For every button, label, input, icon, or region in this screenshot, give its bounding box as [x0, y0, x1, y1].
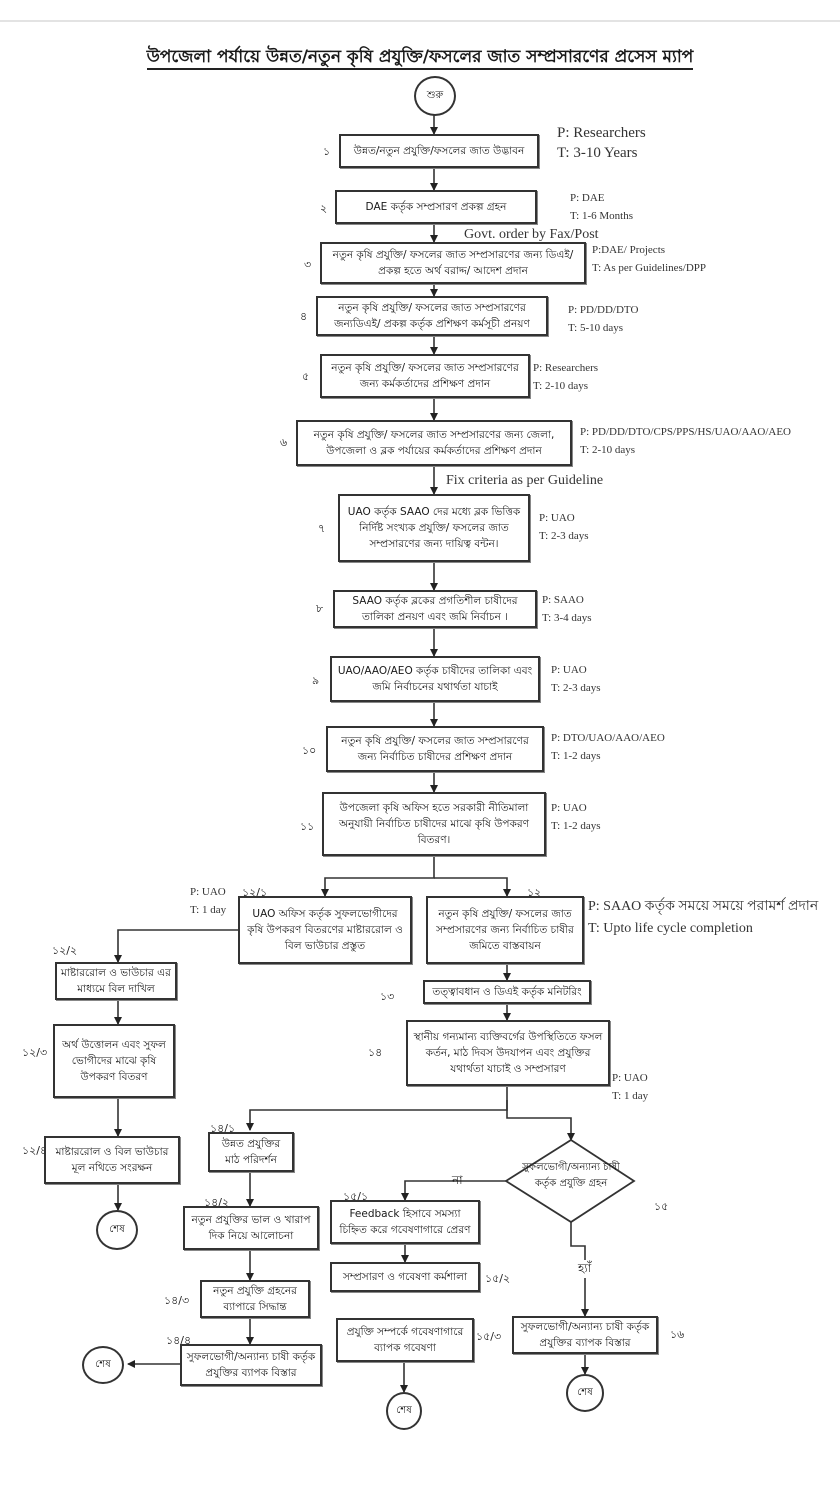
step-number: ৮ [316, 602, 324, 615]
step-number: ২ [320, 202, 328, 215]
step-number: ১৪/২ [204, 1196, 230, 1209]
step-number: ১৪/৪ [166, 1334, 192, 1347]
step-number: ১১ [300, 820, 315, 833]
govt-order-note: Govt. order by Fax/Post [464, 227, 599, 242]
step-10-box: নতুন কৃষি প্রযুক্তি/ ফসলের জাত সম্প্রসার… [326, 726, 544, 772]
page-title: উপজেলা পর্যায়ে উন্নত/নতুন কৃষি প্রযুক্ত… [0, 44, 840, 72]
decision-text: সুফলভোগী/অন্যান্য চাষী কর্তৃক প্রযুক্তি … [522, 1162, 620, 1189]
step-number: ১২/১ [242, 886, 268, 899]
step-14-3-box: নতুন প্রযুক্তি গ্রহনের ব্যাপারে সিদ্ধান্… [200, 1280, 310, 1318]
top-bar [0, 0, 840, 22]
step-12-box: নতুন কৃষি প্রযুক্তি/ ফসলের জাত সম্প্রসার… [426, 896, 584, 964]
arrow-s12_1-s12_2 [114, 929, 238, 963]
step-15-1-box: Feedback হিসাবে সমস্যা চিহ্নিত করে গবেষণ… [330, 1200, 480, 1244]
step-14-2-box: নতুন প্রযুক্তির ভাল ও খারাপ দিক নিয়ে আল… [183, 1206, 319, 1250]
step-number: ১৫ [654, 1200, 669, 1213]
step-number: ১৪ [368, 1046, 383, 1059]
step-number: ৩ [304, 258, 312, 271]
step-12-4-box: মাষ্টাররোল ও বিল ভাউচার মূল নথিতে সংরক্ষ… [44, 1136, 180, 1184]
step-12-2-box: মাষ্টাররোল ও ভাউচার এর মাধ্যমে বিল দাখিল [55, 962, 177, 1000]
step-8-box: SAAO কর্তৃক ব্লকের প্রগতিশীল চাষীদের তাল… [333, 590, 537, 628]
step-number: ১২/২ [52, 944, 78, 957]
step-number: ৯ [312, 674, 320, 687]
step-2-box: DAE কর্তৃক সম্প্রসারণ প্রকল্প গ্রহন [335, 190, 537, 224]
fix-criteria-note: Fix criteria as per Guideline [446, 473, 604, 488]
step-number: ৫ [302, 370, 310, 383]
step-16-box: সুফলভোগী/অন্যান্য চাষী কর্তৃক প্রযুক্তির… [512, 1316, 658, 1354]
step-12-notes: P: SAAO কর্তৃক সময়ে সময়ে পরামর্শ প্রদা… [588, 899, 819, 937]
start-terminal: শুরু [414, 76, 456, 116]
step-9-box: UAO/AAO/AEO কর্তৃক চাষীদের তালিকা এবং জম… [330, 656, 540, 702]
end-terminal: শেষ [386, 1392, 422, 1430]
yes-label: হ্যাঁ [578, 1261, 592, 1275]
step-number: ১৪/১ [210, 1122, 236, 1135]
step-number: ৬ [280, 436, 288, 449]
step-15-2-box: সম্প্রসারণ ও গবেষণা কর্মশালা [330, 1262, 480, 1292]
step-number: ১৫/২ [485, 1272, 511, 1285]
step-5-box: নতুন কৃষি প্রযুক্তি/ ফসলের জাত সম্প্রসার… [320, 354, 530, 398]
step-number: ১৩ [380, 990, 395, 1003]
no-label: না [452, 1173, 463, 1187]
step-7-box: UAO কর্তৃক SAAO দের মধ্যে ব্লক ভিত্তিক ন… [338, 494, 530, 562]
step-number: ১৬ [670, 1328, 685, 1341]
arrow-s11-split [321, 856, 435, 897]
arrow-s15-yes [570, 1222, 586, 1260]
step-12-1-box: UAO অফিস কর্তৃক সুফলভোগীদের কৃষি উপকরণ ব… [238, 896, 412, 964]
step-14-box: স্থানীয় গন্যমান্য ব্যক্তিবর্গের উপস্থিত… [406, 1020, 610, 1086]
arrow-s15-no [401, 1180, 506, 1201]
arrow-s14-s15 [506, 1100, 575, 1141]
step-6-box: নতুন কৃষি প্রযুক্তি/ ফসলের জাত সম্প্রসার… [296, 420, 572, 466]
step-number: ১ [323, 145, 331, 158]
step-14-4-box: সুফলভোগী/অন্যান্য চাষী কর্তৃক প্রযুক্তির… [180, 1344, 322, 1386]
step-number: ১৪/৩ [164, 1294, 190, 1307]
step-12-3-box: অর্থ উত্তোলন এবং সুফল ভোগীদের মাঝে কৃষি … [53, 1024, 175, 1098]
end-terminal: শেষ [82, 1346, 124, 1384]
step-number: ৪ [300, 310, 308, 323]
step-3-box: নতুন কৃষি প্রযুক্তি/ ফসলের জাত সম্প্রসার… [320, 242, 586, 284]
step-number: ৭ [318, 522, 326, 535]
end-terminal: শেষ [96, 1210, 138, 1250]
step-14-1-box: উন্নত প্রযুক্তির মাঠ পরিদর্শন [208, 1132, 294, 1172]
step-number: ১২/৩ [22, 1046, 48, 1059]
arrow-s14-s14_1 [246, 1086, 508, 1131]
step-1-box: উন্নত/নতুন প্রযুক্তি/ফসলের জাত উদ্ভাবন [339, 134, 539, 168]
step-number: ১২/৪ [22, 1144, 48, 1157]
step-4-box: নতুন কৃষি প্রযুক্তি/ ফসলের জাত সম্প্রসার… [316, 296, 548, 336]
step-number: ১০ [302, 744, 317, 757]
step-13-box: তত্ত্বাবধান ও ডিএই কর্তৃক মনিটরিং [423, 980, 591, 1004]
step-15-3-box: প্রযুক্তি সম্পর্কে গবেষণাগারে ব্যাপক গবে… [336, 1318, 474, 1362]
step-number: ১৫/৩ [476, 1330, 502, 1343]
step-number: ১৫/১ [343, 1190, 369, 1203]
arrow-split-s12 [434, 877, 511, 897]
step-11-box: উপজেলা কৃষি অফিস হতে সরকারী নীতিমালা অনু… [322, 792, 546, 856]
end-terminal: শেষ [566, 1374, 604, 1412]
step-number: ১২ [527, 886, 542, 899]
